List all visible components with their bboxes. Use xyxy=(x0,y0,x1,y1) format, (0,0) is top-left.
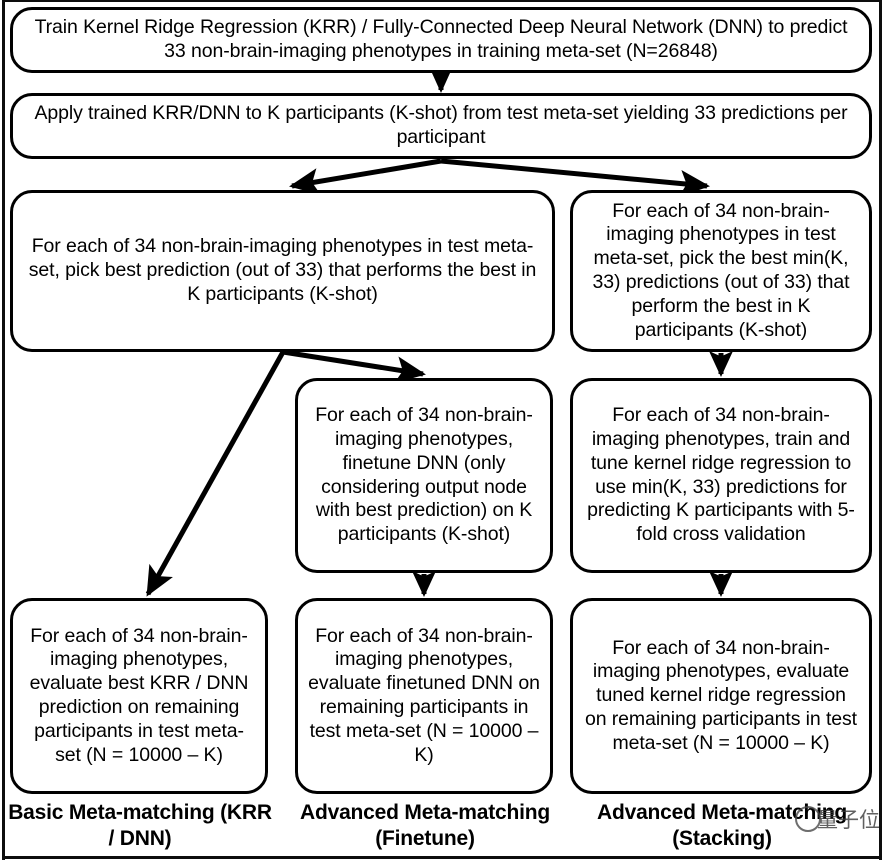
node-train-models-text: Train Kernel Ridge Regression (KRR) / Fu… xyxy=(34,16,848,62)
node-pick-best-mink-predictions: For each of 34 non-brain-imaging phenoty… xyxy=(570,190,872,352)
caption-basic-meta-matching: Basic Meta-matching (KRR / DNN) xyxy=(8,801,272,851)
node-pick-best-mink-predictions-text: For each of 34 non-brain-imaging phenoty… xyxy=(592,199,850,341)
node-train-tune-krr-stacking: For each of 34 non-brain-imaging phenoty… xyxy=(570,378,872,573)
caption-advanced-meta-matching-stacking: Advanced Meta-matching (Stacking) xyxy=(597,801,847,851)
node-pick-best-prediction: For each of 34 non-brain-imaging phenoty… xyxy=(10,190,555,352)
frame-border-bottom xyxy=(2,856,882,859)
node-evaluate-basic: For each of 34 non-brain-imaging phenoty… xyxy=(10,598,268,794)
frame-border-top xyxy=(2,0,882,2)
node-evaluate-stacking: For each of 34 non-brain-imaging phenoty… xyxy=(570,598,872,794)
node-train-models: Train Kernel Ridge Regression (KRR) / Fu… xyxy=(10,7,872,73)
node-evaluate-basic-text: For each of 34 non-brain-imaging phenoty… xyxy=(29,624,249,766)
arrow-pick-best-to-finetune xyxy=(282,349,426,384)
node-evaluate-stacking-text: For each of 34 non-brain-imaging phenoty… xyxy=(584,636,857,754)
arrow-apply-to-pick-best xyxy=(289,158,442,195)
frame-border-right xyxy=(879,0,882,860)
arrow-pick-best-to-eval-basic xyxy=(145,350,286,597)
node-train-tune-krr-stacking-text: For each of 34 non-brain-imaging phenoty… xyxy=(587,404,855,546)
node-finetune-dnn-text: For each of 34 non-brain-imaging phenoty… xyxy=(315,404,533,546)
node-apply-models: Apply trained KRR/DNN to K participants … xyxy=(10,93,872,159)
frame-border-left xyxy=(2,0,5,860)
node-apply-models-text: Apply trained KRR/DNN to K participants … xyxy=(34,102,848,148)
node-evaluate-finetune-text: For each of 34 non-brain-imaging phenoty… xyxy=(308,624,540,766)
node-pick-best-prediction-text: For each of 34 non-brain-imaging phenoty… xyxy=(28,235,537,305)
node-evaluate-finetune: For each of 34 non-brain-imaging phenoty… xyxy=(295,598,553,794)
arrow-apply-to-pick-mink xyxy=(440,158,710,197)
caption-advanced-meta-matching-finetune: Advanced Meta-matching (Finetune) xyxy=(300,801,550,851)
node-finetune-dnn: For each of 34 non-brain-imaging phenoty… xyxy=(295,378,553,573)
